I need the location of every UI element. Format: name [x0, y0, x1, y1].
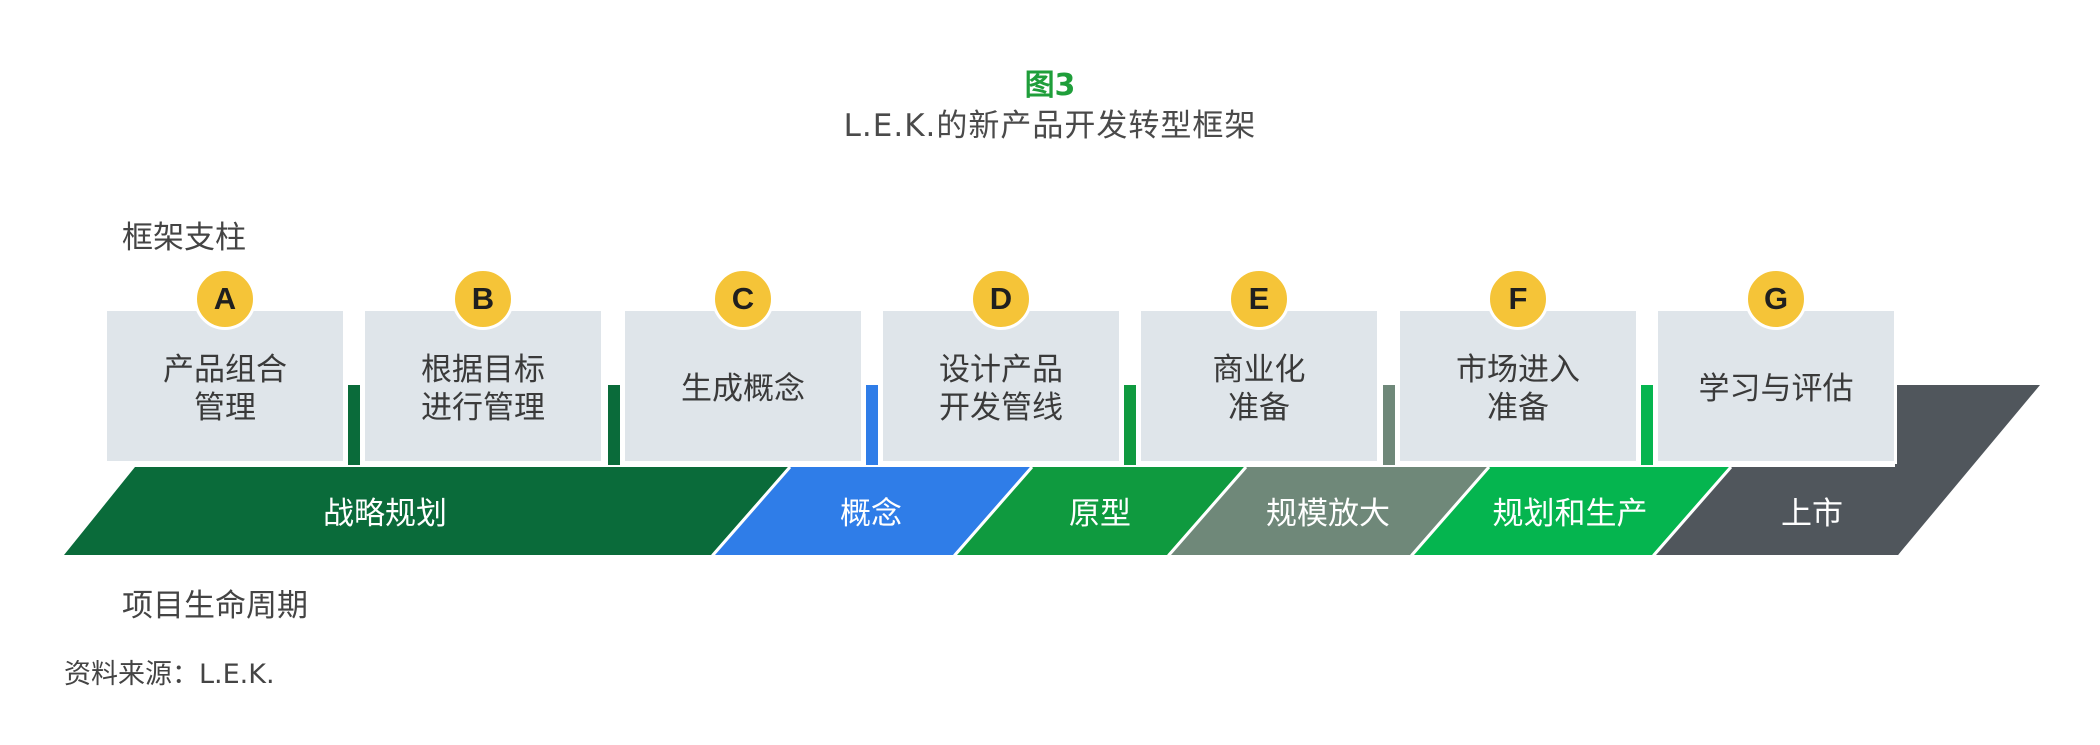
phase-prototype-label: 原型	[1069, 496, 1131, 532]
phase-prototype-shape	[955, 467, 1244, 555]
figure-title: L.E.K.的新产品开发转型框架	[843, 108, 1257, 144]
connector-ab	[348, 385, 360, 465]
badge-c: C	[712, 268, 774, 330]
phase-production-shape	[1412, 467, 1729, 555]
source-note: 资料来源：L.E.K.	[64, 659, 275, 690]
phase-production-label: 规划和生产	[1492, 496, 1648, 532]
pillar-d-text: 设计产品 开发管线	[939, 352, 1063, 426]
figure-label: 图3	[1024, 68, 1076, 103]
pillar-a: 产品组合 管理	[104, 308, 346, 464]
phase-scaleup-shape	[1169, 467, 1487, 555]
pillar-b: 根据目标 进行管理	[362, 308, 604, 464]
pillar-a-text: 产品组合 管理	[163, 352, 287, 426]
phase-concept-shape	[713, 467, 1030, 555]
connector-cd	[866, 385, 878, 465]
phase-launch-label: 上市	[1781, 496, 1843, 532]
pillar-g-text: 学习与评估	[1698, 371, 1854, 407]
pillars-row-label: 框架支柱	[122, 220, 246, 256]
badge-f: F	[1487, 268, 1549, 330]
badge-g: G	[1745, 268, 1807, 330]
phase-strategy-label: 战略规划	[323, 496, 447, 532]
pillar-d: 设计产品 开发管线	[880, 308, 1122, 464]
phase-launch-shape	[1654, 467, 1966, 555]
pillar-f-text: 市场进入 准备	[1456, 352, 1580, 426]
connector-bc	[608, 385, 620, 465]
pillar-e-text: 商业化 准备	[1212, 352, 1306, 426]
launch-tail	[1895, 385, 2040, 555]
connector-fg	[1641, 385, 1653, 465]
badge-a: A	[194, 268, 256, 330]
pillar-g: 学习与评估	[1655, 308, 1897, 464]
pillar-f: 市场进入 准备	[1397, 308, 1639, 464]
pillar-c: 生成概念	[622, 308, 864, 464]
lifecycle-row-label: 项目生命周期	[122, 588, 308, 624]
pillar-e: 商业化 准备	[1138, 308, 1380, 464]
phase-strategy-shape	[64, 467, 788, 555]
pillar-c-text: 生成概念	[681, 371, 805, 407]
connector-ef	[1383, 385, 1395, 465]
badge-d: D	[970, 268, 1032, 330]
connector-de	[1124, 385, 1136, 465]
badge-b: B	[452, 268, 514, 330]
phase-scaleup-label: 规模放大	[1266, 496, 1390, 532]
badge-e: E	[1228, 268, 1290, 330]
pillar-b-text: 根据目标 进行管理	[421, 352, 545, 426]
phase-concept-label: 概念	[840, 496, 902, 532]
